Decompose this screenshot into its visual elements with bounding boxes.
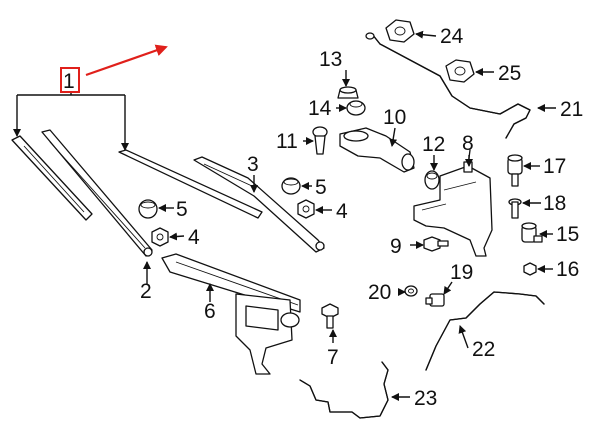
callout-1: 1: [63, 70, 75, 93]
part-bolt: [321, 303, 339, 329]
callout-5: 5: [176, 198, 188, 221]
callout-16: 16: [556, 258, 579, 281]
part-washer-hose-upper: [365, 32, 531, 139]
callout-21: 21: [560, 98, 583, 121]
callout-15: 15: [556, 223, 579, 246]
part-wiper-arm-right: [118, 149, 325, 253]
callout-24: 24: [440, 25, 464, 48]
part-nut: [151, 227, 169, 247]
part-level-sensor: [425, 293, 445, 307]
part-filler-neck: [339, 127, 415, 173]
part-grommet-ring: [404, 285, 418, 297]
part-washer-reservoir: [413, 149, 493, 257]
highlight-arrow: [85, 44, 168, 77]
callout-2: 2: [140, 280, 152, 303]
callout-labels: 1 2 3 4 4 5 5 6 7 8 9 10 11 12 13 14 15 …: [63, 25, 583, 410]
callout-17: 17: [543, 155, 566, 178]
callout-14: 14: [308, 97, 332, 120]
part-wiper-arm-left: [11, 129, 153, 257]
callout-6: 6: [204, 300, 216, 323]
callout-5: 5: [315, 176, 327, 199]
part-washer-hose-bottom: [299, 361, 389, 419]
callout-19: 19: [450, 261, 473, 284]
part-clip: [312, 126, 328, 155]
callout-12: 12: [422, 133, 445, 156]
part-washer-pump: [521, 222, 543, 243]
wiper-arm-kit-callout: [13, 44, 168, 151]
part-nut: [297, 199, 315, 219]
callout-22: 22: [472, 338, 495, 361]
part-seal: [346, 100, 366, 116]
leader-lines: [143, 30, 556, 401]
callout-13: 13: [319, 48, 342, 71]
part-hose-clip-upper: [385, 19, 415, 43]
part-pin: [508, 198, 522, 219]
callout-4: 4: [336, 200, 348, 223]
callout-10: 10: [383, 106, 406, 129]
part-cap: [281, 177, 301, 195]
part-washer-hose-lower: [425, 291, 545, 371]
callout-8: 8: [462, 132, 474, 155]
callout-23: 23: [414, 387, 437, 410]
callout-20: 20: [368, 281, 391, 304]
callout-4: 4: [188, 226, 200, 249]
callout-7: 7: [327, 346, 339, 369]
highlight-box: [60, 67, 80, 93]
callout-9: 9: [390, 235, 402, 258]
callout-3: 3: [247, 153, 259, 176]
part-reservoir-cap: [337, 86, 359, 99]
callout-11: 11: [276, 130, 298, 153]
part-grommet: [424, 170, 440, 190]
part-nut-small: [523, 262, 537, 276]
part-hose-clip-lower: [445, 59, 475, 83]
callout-25: 25: [498, 62, 521, 85]
callout-18: 18: [543, 192, 566, 215]
part-pump-motor: [507, 154, 523, 187]
part-cap: [138, 199, 158, 219]
part-wiper-linkage-motor: [161, 253, 301, 375]
part-bolt-small: [423, 236, 449, 252]
